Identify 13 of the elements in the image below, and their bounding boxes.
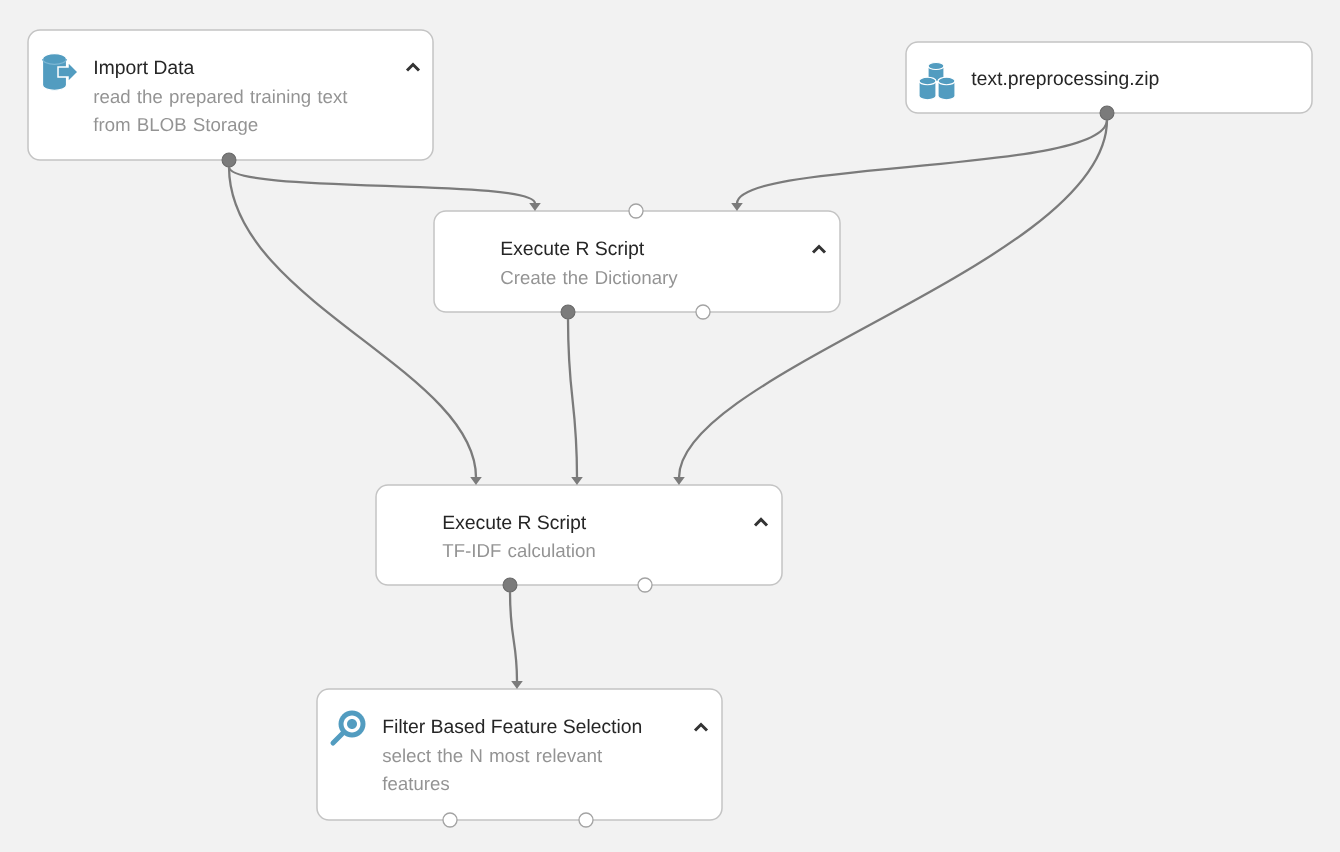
module-title: Import Data [95, 60, 195, 78]
module-description: read the prepared training text from BLOB Storage [93, 89, 348, 135]
module-title: Execute R Script [443, 515, 587, 533]
module-title: Filter Based Feature Selection [383, 719, 642, 734]
module-description: Create the Dictionary [501, 270, 678, 288]
module-description: select the N most relevant features [382, 748, 603, 791]
module-title: text.preprocessing.zip [971, 71, 1159, 89]
arrow [228, 166, 541, 211]
module-title: Execute R Script [501, 241, 645, 259]
arrow [227, 166, 482, 485]
arrow [566, 319, 583, 485]
module-description: TF-IDF calculation [442, 543, 595, 558]
arrow [508, 592, 523, 689]
